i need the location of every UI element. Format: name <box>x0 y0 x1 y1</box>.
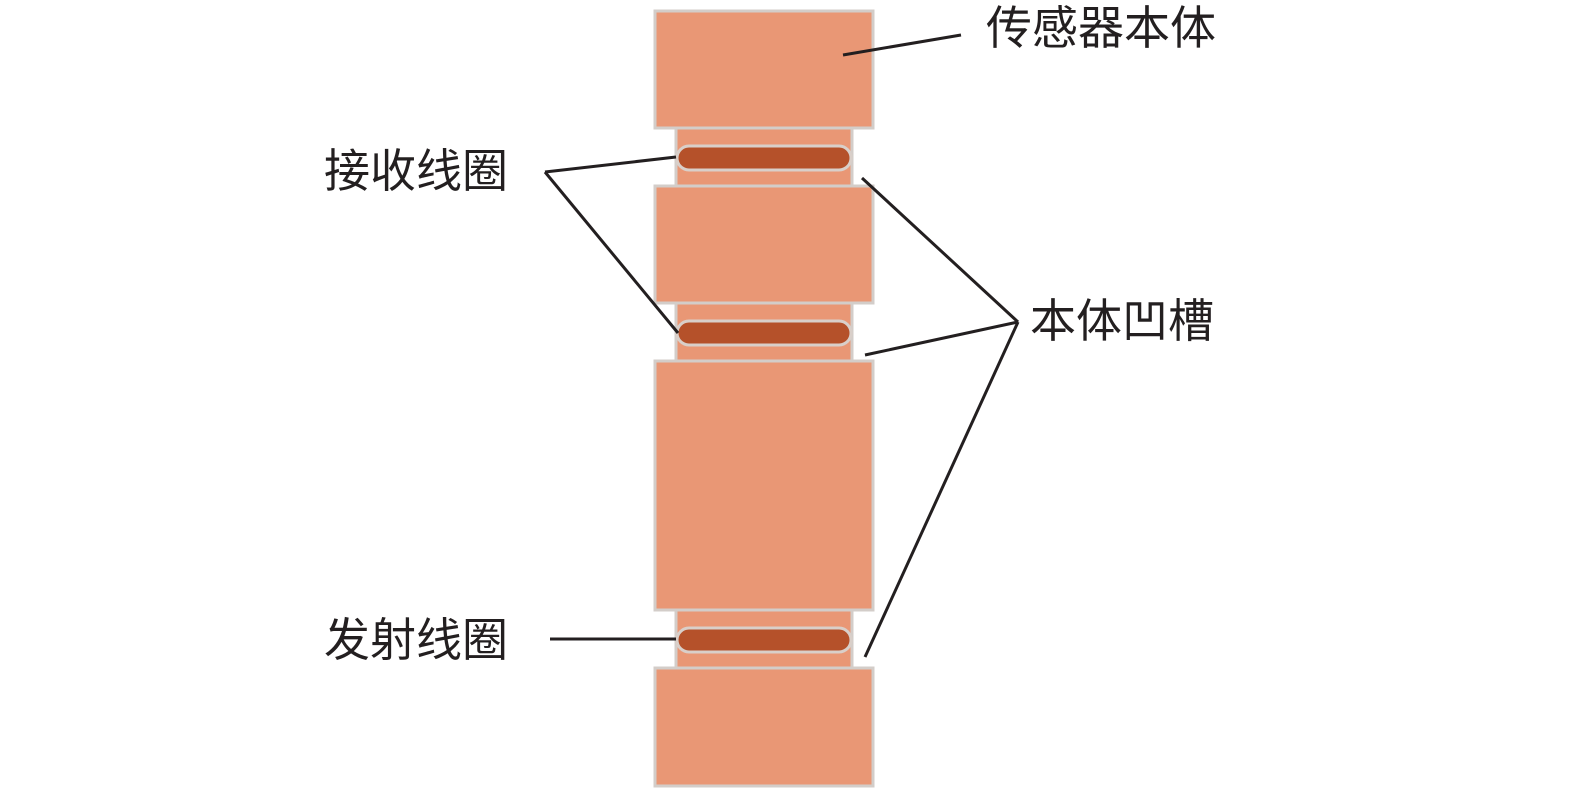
leader-receive-coil-2 <box>543 171 680 334</box>
label-transmit-coil: 发射线圈 <box>324 613 508 667</box>
leader-groove-3 <box>863 321 1020 658</box>
label-receive-coil: 接收线圈 <box>324 144 508 198</box>
body-block-2 <box>653 184 875 305</box>
leader-groove-2 <box>864 320 1019 357</box>
receive-coil-2 <box>675 319 853 347</box>
body-block-1 <box>653 9 875 130</box>
body-block-4 <box>653 666 875 788</box>
body-block-3 <box>653 359 875 612</box>
label-sensor-body: 传感器本体 <box>986 1 1216 55</box>
receive-coil-1 <box>675 144 853 172</box>
leader-sensor-body <box>842 33 962 57</box>
label-body-groove: 本体凹槽 <box>1030 294 1214 348</box>
leader-receive-coil-1 <box>544 155 677 174</box>
transmit-coil <box>675 626 853 654</box>
leader-groove-1 <box>860 176 1020 324</box>
